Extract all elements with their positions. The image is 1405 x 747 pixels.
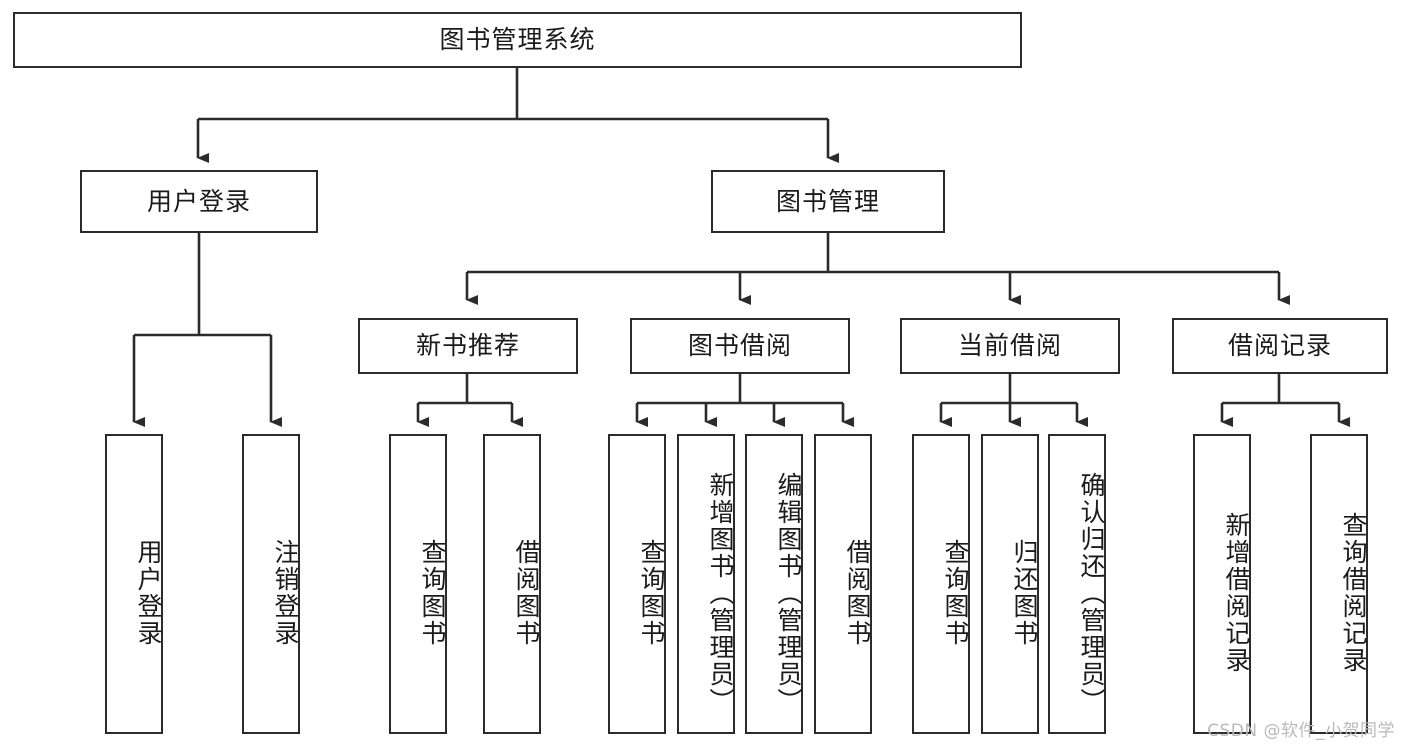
leaf-return-book[interactable]: 归还图书 [981,434,1039,734]
leaf-query-record[interactable]: 查询借阅记录 [1310,434,1368,734]
leaf-user-login-label: 用户登录 [134,539,163,647]
leaf-add-book[interactable]: 新增图书（管理员） [677,434,735,734]
node-book-borrow-label: 图书借阅 [687,331,792,361]
leaf-edit-book-label: 编辑图书（管理员） [774,471,803,715]
node-current-borrow-label: 当前借阅 [957,331,1062,361]
leaf-logout-login[interactable]: 注销登录 [242,434,300,734]
leaf-borrow-book-1[interactable]: 借阅图书 [483,434,541,734]
watermark: CSDN @软件_小贺同学 [1207,721,1395,741]
leaf-edit-book[interactable]: 编辑图书（管理员） [745,434,803,734]
leaf-borrow-book-2[interactable]: 借阅图书 [814,434,872,734]
node-book-manage-label: 图书管理 [775,186,880,216]
leaf-borrow-book-1-label: 借阅图书 [512,539,541,647]
leaf-query-book-1[interactable]: 查询图书 [389,434,447,734]
node-book-borrow[interactable]: 图书借阅 [630,318,850,374]
node-borrow-record-label: 借阅记录 [1227,331,1332,361]
leaf-add-book-label: 新增图书（管理员） [706,471,735,715]
leaf-user-login[interactable]: 用户登录 [105,434,163,734]
leaf-query-book-3-label: 查询图书 [941,539,970,647]
node-book-manage[interactable]: 图书管理 [711,170,945,233]
leaf-query-book-2-label: 查询图书 [637,539,666,647]
node-user-login[interactable]: 用户登录 [80,170,318,233]
leaf-confirm-return[interactable]: 确认归还（管理员） [1048,434,1106,734]
leaf-logout-login-label: 注销登录 [271,539,300,647]
node-root-label: 图书管理系统 [439,25,596,55]
leaf-return-book-label: 归还图书 [1010,539,1039,647]
node-current-borrow[interactable]: 当前借阅 [900,318,1120,374]
node-root[interactable]: 图书管理系统 [13,12,1022,68]
node-borrow-record[interactable]: 借阅记录 [1172,318,1388,374]
leaf-query-record-label: 查询借阅记录 [1339,512,1368,674]
leaf-add-record[interactable]: 新增借阅记录 [1193,434,1251,734]
leaf-add-record-label: 新增借阅记录 [1222,512,1251,674]
node-new-book-recommend[interactable]: 新书推荐 [358,318,578,374]
leaf-query-book-3[interactable]: 查询图书 [912,434,970,734]
leaf-borrow-book-2-label: 借阅图书 [843,539,872,647]
leaf-query-book-1-label: 查询图书 [418,539,447,647]
leaf-query-book-2[interactable]: 查询图书 [608,434,666,734]
node-user-login-label: 用户登录 [146,186,251,216]
node-new-book-recommend-label: 新书推荐 [415,331,520,361]
leaf-confirm-return-label: 确认归还（管理员） [1077,471,1106,715]
